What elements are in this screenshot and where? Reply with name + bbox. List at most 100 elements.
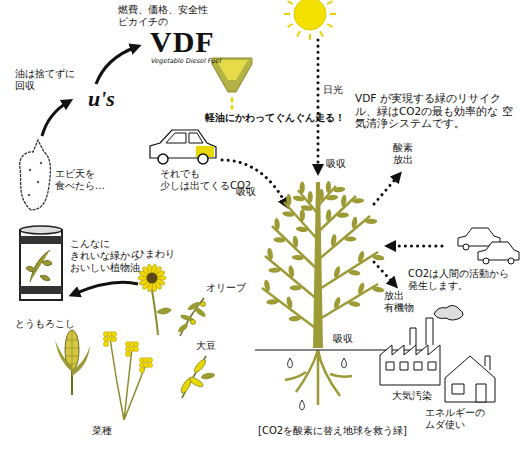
tree <box>286 296 294 309</box>
rapeseed <box>139 367 144 372</box>
waste-label: エネルギーの ムダ使い <box>425 407 487 431</box>
sun <box>327 1 332 4</box>
tree <box>273 237 285 243</box>
traffic-cars <box>463 244 469 250</box>
diesel-car <box>198 154 208 164</box>
tree <box>357 250 366 263</box>
co2-source-note: CO2は人間の活動から 発生します。 <box>408 268 512 292</box>
sunflower <box>156 307 172 314</box>
product-logo: VDF <box>150 24 215 60</box>
sun <box>309 34 311 40</box>
tree <box>318 284 378 320</box>
olive-branch <box>191 320 196 325</box>
house <box>485 356 490 370</box>
tree <box>340 195 347 208</box>
diesel-car <box>158 154 168 164</box>
sun <box>330 13 336 15</box>
rapeseed <box>103 341 108 346</box>
soybean <box>193 358 208 374</box>
tree <box>262 181 385 405</box>
rapeseed <box>133 346 138 351</box>
tree <box>344 236 356 241</box>
water-drop <box>288 358 293 368</box>
tree <box>352 198 364 204</box>
soybean <box>201 372 216 380</box>
flow-label: 吸収 <box>236 186 256 198</box>
tree <box>372 254 385 261</box>
fuel-note: 軽油にかわってぐんぐん走る！ <box>205 112 345 124</box>
plant-name: ひまわり <box>135 248 175 260</box>
plant-name: 大豆 <box>196 340 216 352</box>
co2-note: それでも 少しは出てくるCO2 <box>160 168 240 192</box>
tree <box>357 282 366 295</box>
sun <box>294 0 326 30</box>
caption: [CO2を酸素に替え地球を救う緑] <box>258 425 407 437</box>
tree <box>285 350 352 405</box>
sunlight-dots <box>317 40 320 170</box>
oil-can <box>20 286 62 294</box>
corn <box>55 330 90 395</box>
flow-label: 日光 <box>323 84 343 96</box>
tree <box>286 194 292 206</box>
tree <box>318 189 324 201</box>
tree <box>348 300 361 307</box>
plant-name: 菜種 <box>92 425 112 437</box>
traffic-cars <box>483 258 489 264</box>
rapeseed <box>103 331 152 420</box>
oil-note: こんなに きれいな緑から おいしい植物油 <box>70 238 142 274</box>
tree <box>268 268 280 273</box>
traffic-cars <box>458 228 519 264</box>
diesel-car <box>166 133 203 143</box>
soybean <box>179 378 192 395</box>
tree <box>266 299 278 305</box>
traffic-cars <box>508 258 514 264</box>
tree <box>296 226 309 233</box>
tree <box>318 252 378 290</box>
rapeseed <box>147 357 152 362</box>
house <box>445 356 495 402</box>
factory <box>380 345 440 385</box>
fuel-funnel <box>231 104 234 110</box>
tree <box>300 181 305 193</box>
tree <box>292 255 304 261</box>
tree <box>337 212 349 218</box>
exchange-dots <box>374 176 398 204</box>
fuel-funnel <box>231 96 234 103</box>
rapeseed <box>111 336 116 341</box>
soybean <box>179 356 215 398</box>
explanation-text: VDF が実現する緑のリサイクル、緑はCO2の最も効率的な 空気清浄システムです… <box>355 92 517 130</box>
house <box>452 384 486 402</box>
tree <box>348 269 361 276</box>
house <box>445 356 495 402</box>
traffic-cars <box>478 242 519 260</box>
fuel-funnel <box>212 58 252 110</box>
tree <box>263 279 271 292</box>
cycle-arrow <box>74 282 138 294</box>
rapeseed <box>110 338 146 420</box>
sun <box>287 24 292 27</box>
plant-name: オリーブ <box>206 282 246 294</box>
factory <box>434 305 463 320</box>
rapeseed <box>111 331 116 336</box>
olive-branch <box>177 298 207 336</box>
tree <box>308 191 313 203</box>
tree <box>290 285 302 290</box>
tree <box>274 218 280 230</box>
sun <box>284 0 336 40</box>
water-drop <box>288 358 347 410</box>
rapeseed <box>125 351 130 356</box>
tree <box>351 216 358 229</box>
shrimp-tempura <box>40 162 42 164</box>
oil-can <box>20 236 62 244</box>
tree <box>318 216 370 260</box>
cycle-arrow <box>42 102 68 136</box>
factory <box>410 318 433 345</box>
oil-can <box>26 250 52 282</box>
exchange-dots <box>390 245 442 248</box>
tree <box>292 235 298 247</box>
tree <box>330 234 337 247</box>
sun <box>320 31 323 36</box>
shrimp-tempura <box>28 194 30 196</box>
tree <box>282 211 295 218</box>
